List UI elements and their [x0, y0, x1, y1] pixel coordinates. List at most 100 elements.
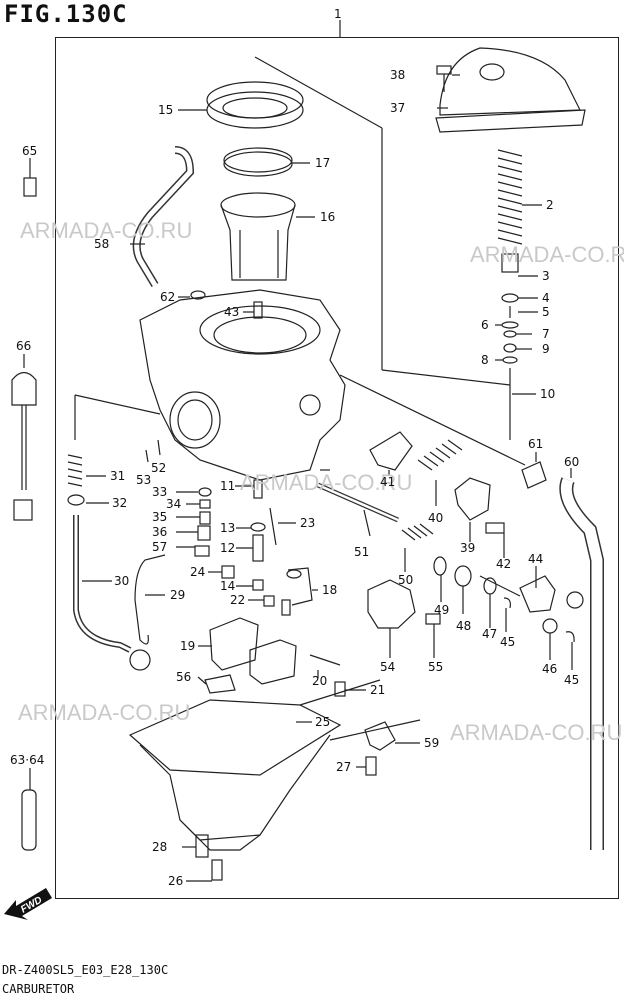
callout-36: 36	[152, 525, 167, 539]
callout-48: 48	[456, 619, 471, 633]
callout-63-64: 63·64	[10, 753, 44, 767]
callout-12: 12	[220, 541, 235, 555]
diag-outline	[254, 56, 383, 129]
gasket-25-part	[128, 699, 342, 776]
callout-45b: 45	[564, 673, 579, 687]
cap-flange-part	[435, 109, 586, 133]
screw-27-part	[365, 756, 377, 776]
sensor-66-part	[11, 371, 37, 406]
callout-17: 17	[315, 156, 330, 170]
callout-37: 37	[390, 101, 405, 115]
callout-51: 51	[354, 545, 369, 559]
top-cap-part	[439, 47, 581, 116]
part-34	[199, 499, 211, 509]
part-45a	[503, 597, 511, 609]
callout-25: 25	[315, 715, 330, 729]
callout-41: 41	[380, 475, 395, 489]
screw-21-part	[334, 681, 346, 697]
callout-62: 62	[160, 290, 175, 304]
callout-45a: 45	[500, 635, 515, 649]
callout-34: 34	[166, 497, 181, 511]
callout-57: 57	[152, 540, 167, 554]
part-43	[253, 301, 263, 319]
part-46	[542, 618, 558, 634]
callout-61: 61	[528, 437, 543, 451]
part-57	[194, 545, 210, 557]
callout-2: 2	[546, 198, 554, 212]
callout-30: 30	[114, 574, 129, 588]
callout-6: 6	[481, 318, 489, 332]
watermark: ARMADA-CO.RU	[470, 242, 624, 267]
callout-60: 60	[564, 455, 579, 469]
part-24	[221, 565, 235, 579]
part-32	[67, 494, 85, 506]
diagram-frame	[55, 37, 619, 899]
strap-63-64-part	[21, 789, 37, 851]
float-bowl-part	[139, 734, 331, 841]
watermark: ARMADA-CO.RU	[20, 218, 192, 243]
screw-42-part	[485, 522, 505, 534]
o-ring-49-part	[433, 556, 447, 576]
callout-46: 46	[542, 662, 557, 676]
part-22	[263, 595, 275, 607]
part-11	[253, 479, 263, 499]
part-4	[501, 293, 519, 303]
fwd-arrow-icon: FWD	[2, 882, 54, 926]
callout-11: 11	[220, 479, 235, 493]
wire-29-part	[134, 554, 166, 645]
callout-5: 5	[542, 305, 550, 319]
footer-name: CARBURETOR	[2, 982, 75, 996]
callout-31: 31	[110, 469, 125, 483]
part-14	[252, 579, 264, 591]
bracket-18-part	[287, 567, 313, 606]
callout-20: 20	[312, 674, 327, 688]
part-44	[519, 575, 556, 613]
callout-49: 49	[434, 603, 449, 617]
callout-33: 33	[152, 485, 167, 499]
spring-40-part	[417, 439, 463, 471]
callout-40: 40	[428, 511, 443, 525]
housing-54-part	[367, 579, 416, 629]
spring-31-part	[67, 454, 83, 487]
callout-35: 35	[152, 510, 167, 524]
callout-43: 43	[224, 305, 239, 319]
callout-39: 39	[460, 541, 475, 555]
carburetor-body-part	[139, 289, 346, 481]
part-13	[250, 522, 266, 532]
watermark: ARMADA-CO.RU	[450, 720, 622, 745]
part-8	[502, 356, 518, 364]
callout-27: 27	[336, 760, 351, 774]
callout-8: 8	[481, 353, 489, 367]
part-59	[364, 721, 396, 751]
part-62	[190, 290, 206, 300]
part-7	[503, 330, 517, 338]
part-12	[252, 534, 264, 562]
screw-55-part	[425, 613, 441, 625]
watermark: ARMADA-CO.RU	[18, 700, 190, 725]
spring-2-part	[497, 149, 523, 245]
cap-nipple-part	[479, 63, 505, 81]
callout-13: 13	[220, 521, 235, 535]
callout-9: 9	[542, 342, 550, 356]
callout-38: 38	[390, 68, 405, 82]
callout-7: 7	[542, 327, 550, 341]
callout-1: 1	[334, 7, 342, 21]
ring-15-part	[206, 81, 304, 119]
callout-32: 32	[112, 496, 127, 510]
callout-66: 66	[16, 339, 31, 353]
callout-19: 19	[180, 639, 195, 653]
part-56	[204, 674, 236, 694]
callout-28: 28	[152, 840, 167, 854]
callout-23: 23	[300, 516, 315, 530]
screw-38-part	[436, 65, 452, 75]
cover-39-part	[454, 477, 491, 521]
screw-26-part	[211, 859, 223, 881]
watermark: ARMADA-CO.RU	[240, 470, 412, 495]
callout-18: 18	[322, 583, 337, 597]
callout-29: 29	[170, 588, 185, 602]
fwd-label: FWD	[19, 895, 44, 916]
part-45b	[565, 631, 575, 643]
callout-15: 15	[158, 103, 173, 117]
callout-50: 50	[398, 573, 413, 587]
